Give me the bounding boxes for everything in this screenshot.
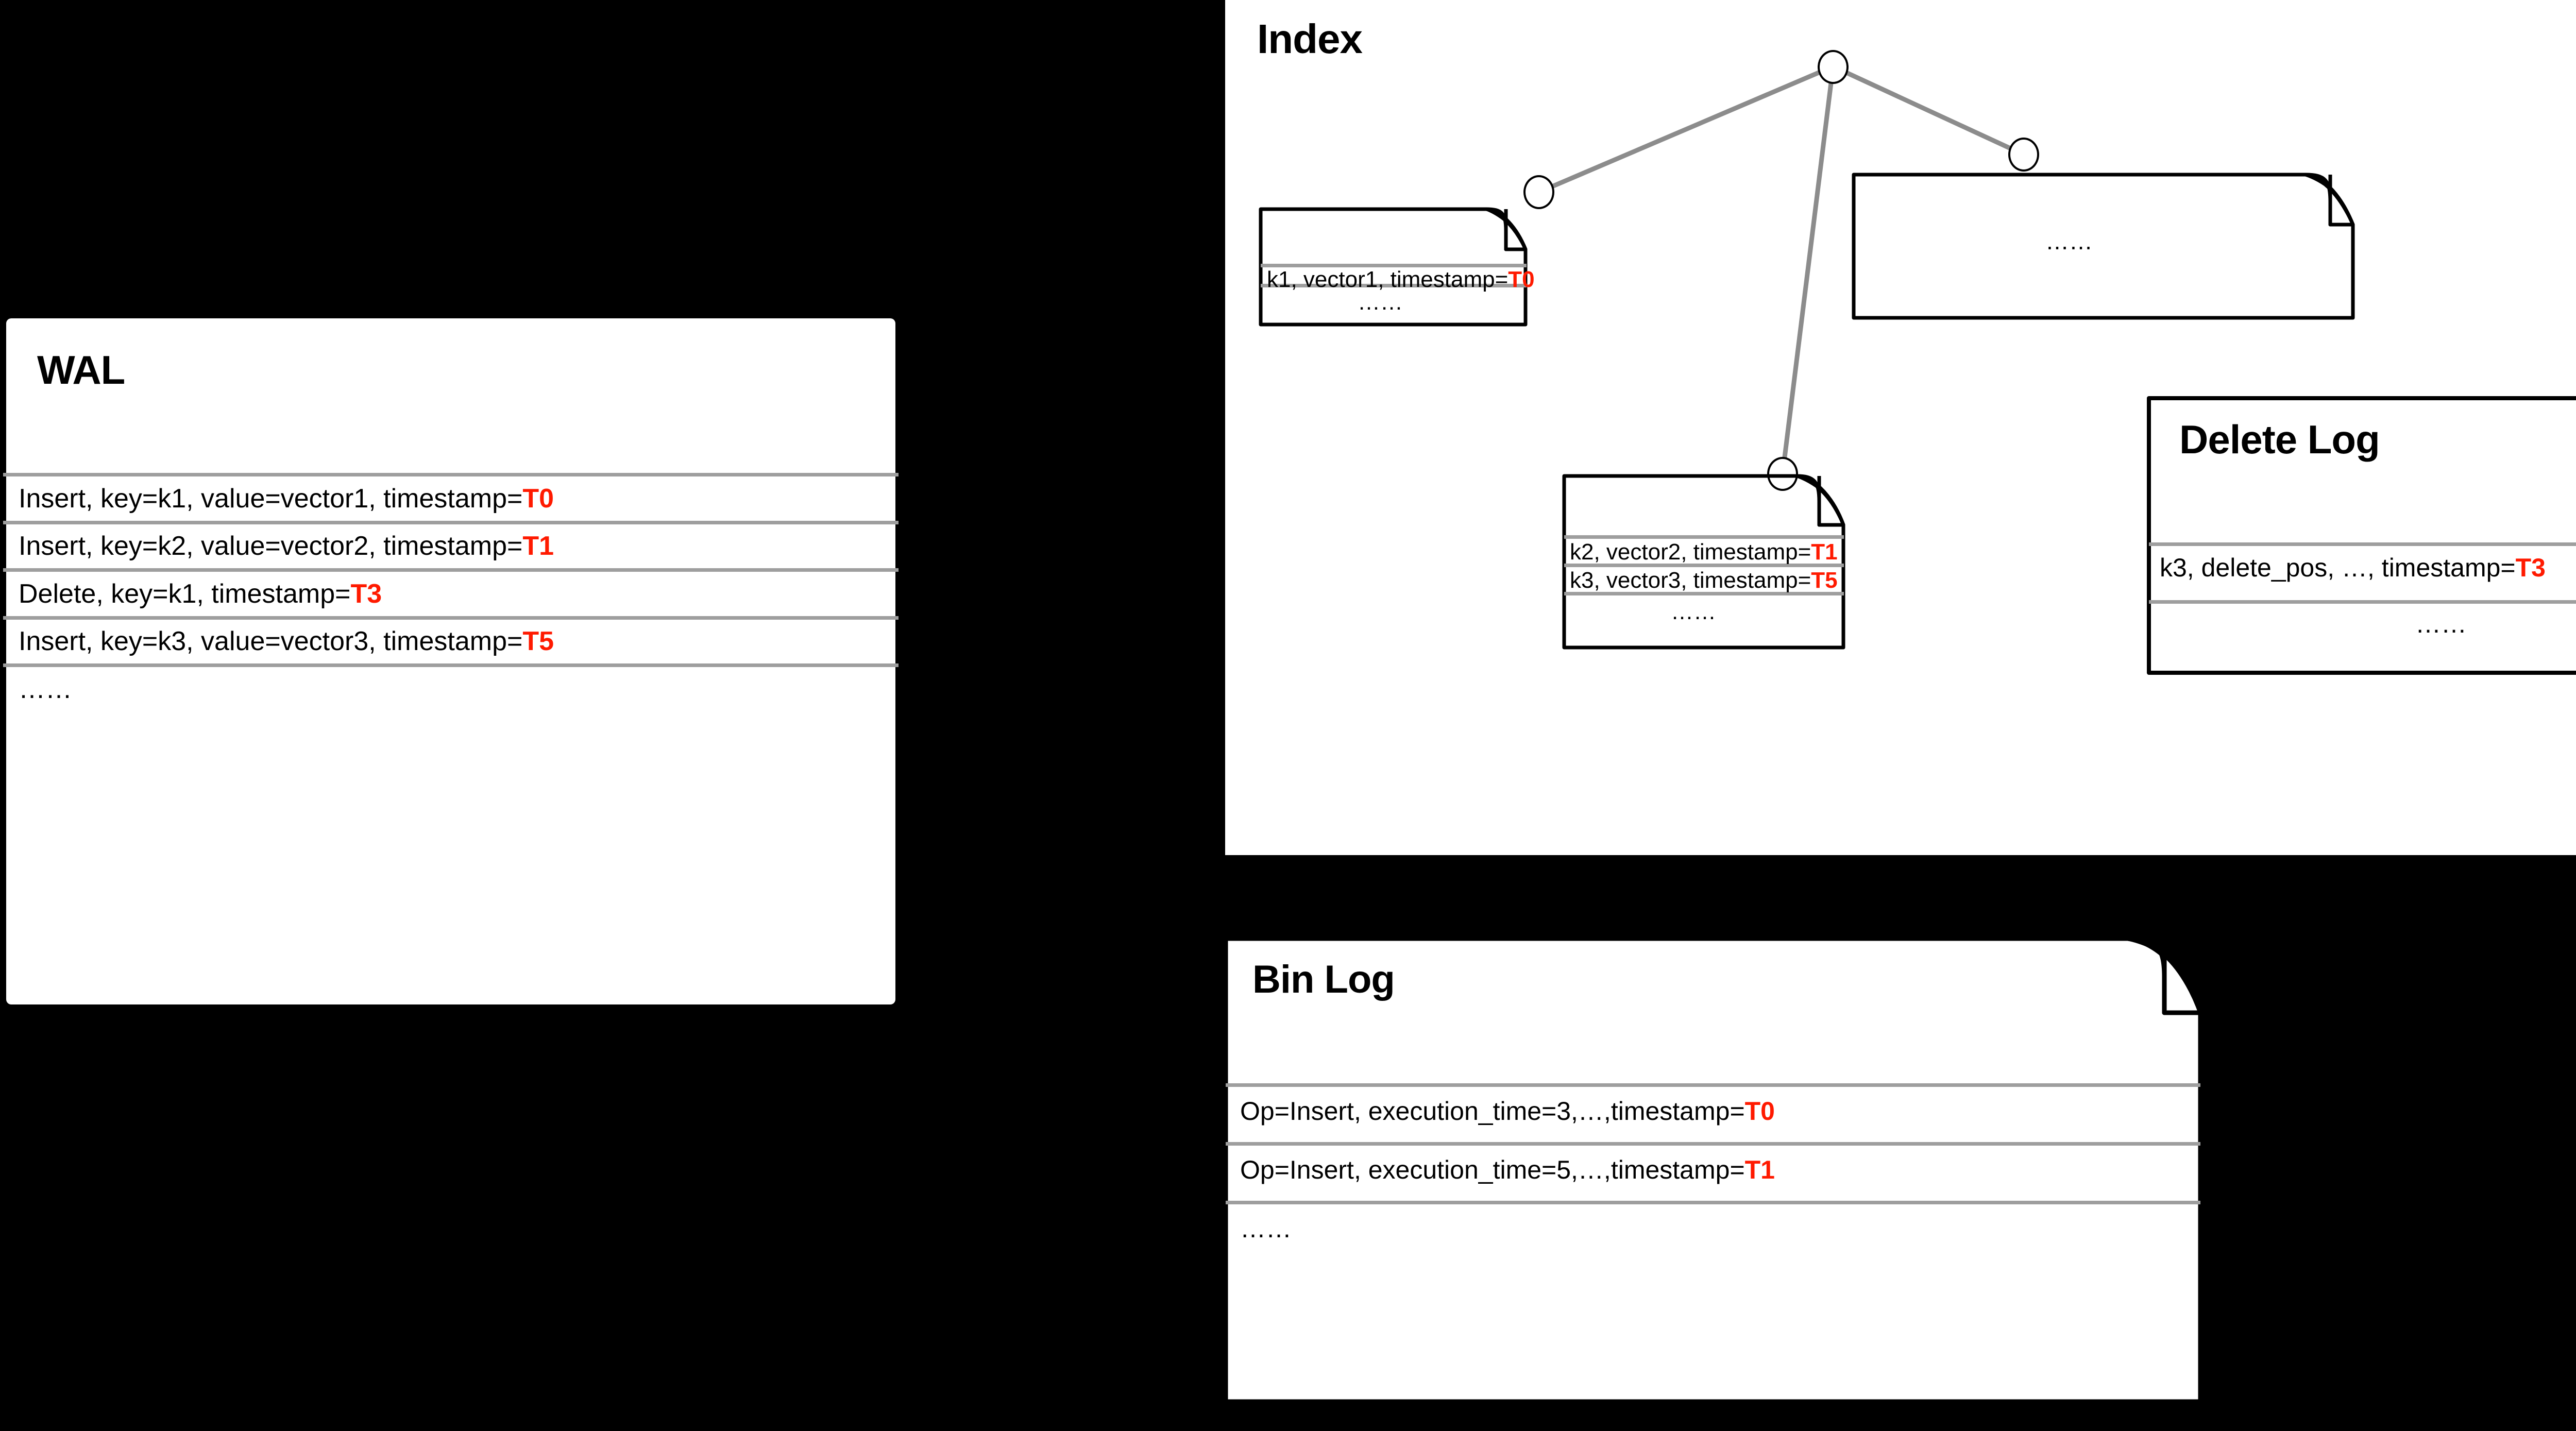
k2-card-row-1: k3, vector3, timestamp=T5 xyxy=(1570,568,1838,593)
bin-log-divider-1 xyxy=(1226,1142,2200,1146)
wal-row-3-text: Insert, key=k3, value=vector3, timestamp… xyxy=(19,626,523,656)
wal-row-4-text: …… xyxy=(19,674,72,704)
bin-log-divider-0 xyxy=(1226,1083,2200,1087)
wal-panel: WAL Insert, key=k1, value=vector1, times… xyxy=(3,318,899,1004)
ellipsis-card-row-0-text: …… xyxy=(2045,228,2093,254)
k1-card-row-1-text: …… xyxy=(1358,289,1403,315)
k2-card-row-0-timestamp: T1 xyxy=(1811,539,1838,565)
k1-card-row-0-timestamp: T0 xyxy=(1508,267,1535,292)
k1-card-divider-1 xyxy=(1261,284,1527,287)
delete-log-row-0-timestamp: T3 xyxy=(2515,553,2546,582)
wal-divider-2 xyxy=(3,568,899,572)
wal-divider-4 xyxy=(3,663,899,667)
wal-title: WAL xyxy=(37,347,125,393)
delete-log-row-1: …… xyxy=(2415,609,2467,639)
k2-card-row-0: k2, vector2, timestamp=T1 xyxy=(1570,539,1838,565)
delete-log-title: Delete Log xyxy=(2179,417,2380,462)
k1-card-row-0: k1, vector1, timestamp=T0 xyxy=(1267,267,1535,293)
wal-row-1-text: Insert, key=k2, value=vector2, timestamp… xyxy=(19,531,523,561)
bin-log-row-0-timestamp: T0 xyxy=(1744,1097,1775,1126)
k1-card-row-0-text: k1, vector1, timestamp= xyxy=(1267,267,1509,292)
k2-card-row-2: …… xyxy=(1671,599,1716,625)
delete-log-row-0: k3, delete_pos, …, timestamp=T3 xyxy=(2160,553,2546,583)
bin-log-row-1: Op=Insert, execution_time=5,…,timestamp=… xyxy=(1240,1155,1775,1185)
wal-divider-0 xyxy=(3,473,899,476)
wal-divider-1 xyxy=(3,521,899,524)
card-shape xyxy=(1224,936,2203,1404)
bin-log-row-0: Op=Insert, execution_time=3,…,timestamp=… xyxy=(1240,1096,1775,1126)
wal-row-0: Insert, key=k1, value=vector1, timestamp… xyxy=(19,483,554,514)
delete-log-card[interactable]: Delete Log k3, delete_pos, …, timestamp=… xyxy=(2147,396,2576,675)
bin-log-panel[interactable]: Bin Log Op=Insert, execution_time=3,…,ti… xyxy=(1224,936,2203,1404)
wal-row-4: …… xyxy=(19,674,72,705)
wal-row-3-timestamp: T5 xyxy=(522,626,554,656)
wal-row-3: Insert, key=k3, value=vector3, timestamp… xyxy=(19,626,554,657)
bin-log-row-0-text: Op=Insert, execution_time=3,…,timestamp= xyxy=(1240,1097,1745,1126)
wal-row-2-text: Delete, key=k1, timestamp= xyxy=(19,579,351,609)
bin-log-row-1-text: Op=Insert, execution_time=5,…,timestamp= xyxy=(1240,1155,1745,1184)
wal-row-0-text: Insert, key=k1, value=vector1, timestamp… xyxy=(19,484,523,514)
delete-log-row-1-text: …… xyxy=(2415,609,2467,638)
index-card-ellipsis[interactable]: …… xyxy=(1852,173,2355,320)
k2-card-row-1-text: k3, vector3, timestamp= xyxy=(1570,568,1811,593)
k2-card-row-0-text: k2, vector2, timestamp= xyxy=(1570,539,1811,565)
index-tree-bottom-node[interactable] xyxy=(1767,457,1798,491)
card-shape xyxy=(1562,474,1845,650)
index-card-k1[interactable]: k1, vector1, timestamp=T0 …… xyxy=(1259,207,1535,327)
delete-log-row-0-text: k3, delete_pos, …, timestamp= xyxy=(2160,553,2516,582)
index-tree-edges xyxy=(1538,64,2025,474)
ellipsis-card-row-0: …… xyxy=(2045,227,2093,255)
bin-log-row-2-text: …… xyxy=(1240,1214,1292,1243)
bin-log-row-1-timestamp: T1 xyxy=(1744,1155,1775,1184)
card-shape xyxy=(1259,207,1528,327)
k2-card-divider-1 xyxy=(1564,564,1844,567)
bin-log-divider-2 xyxy=(1226,1201,2200,1204)
wal-row-1: Insert, key=k2, value=vector2, timestamp… xyxy=(19,531,554,561)
delete-log-divider-1 xyxy=(2149,600,2576,604)
delete-log-divider-0 xyxy=(2149,542,2576,546)
k1-card-row-1: …… xyxy=(1358,289,1403,315)
wal-row-2-timestamp: T3 xyxy=(350,579,382,609)
index-panel: Index k1, vector1, timestamp=T0 …… xyxy=(1225,0,2576,855)
index-card-k2[interactable]: k2, vector2, timestamp=T1 k3, vector3, t… xyxy=(1562,474,1887,650)
k2-card-row-1-timestamp: T5 xyxy=(1811,568,1838,593)
wal-row-2: Delete, key=k1, timestamp=T3 xyxy=(19,578,382,609)
k1-card-divider-0 xyxy=(1261,264,1527,267)
card-shape xyxy=(1852,173,2355,320)
wal-divider-3 xyxy=(3,616,899,620)
index-tree-left-node[interactable] xyxy=(1523,175,1554,209)
wal-row-0-timestamp: T0 xyxy=(522,484,554,514)
k2-card-divider-0 xyxy=(1564,535,1844,539)
index-tree-right-node[interactable] xyxy=(2008,138,2039,172)
k2-card-row-2-text: …… xyxy=(1671,599,1716,624)
bin-log-title: Bin Log xyxy=(1252,958,1395,1001)
bin-log-row-2: …… xyxy=(1240,1214,1292,1243)
index-tree-root-node[interactable] xyxy=(1818,50,1849,84)
k2-card-divider-2 xyxy=(1564,592,1844,595)
index-title: Index xyxy=(1257,16,1363,62)
wal-row-1-timestamp: T1 xyxy=(522,531,554,561)
